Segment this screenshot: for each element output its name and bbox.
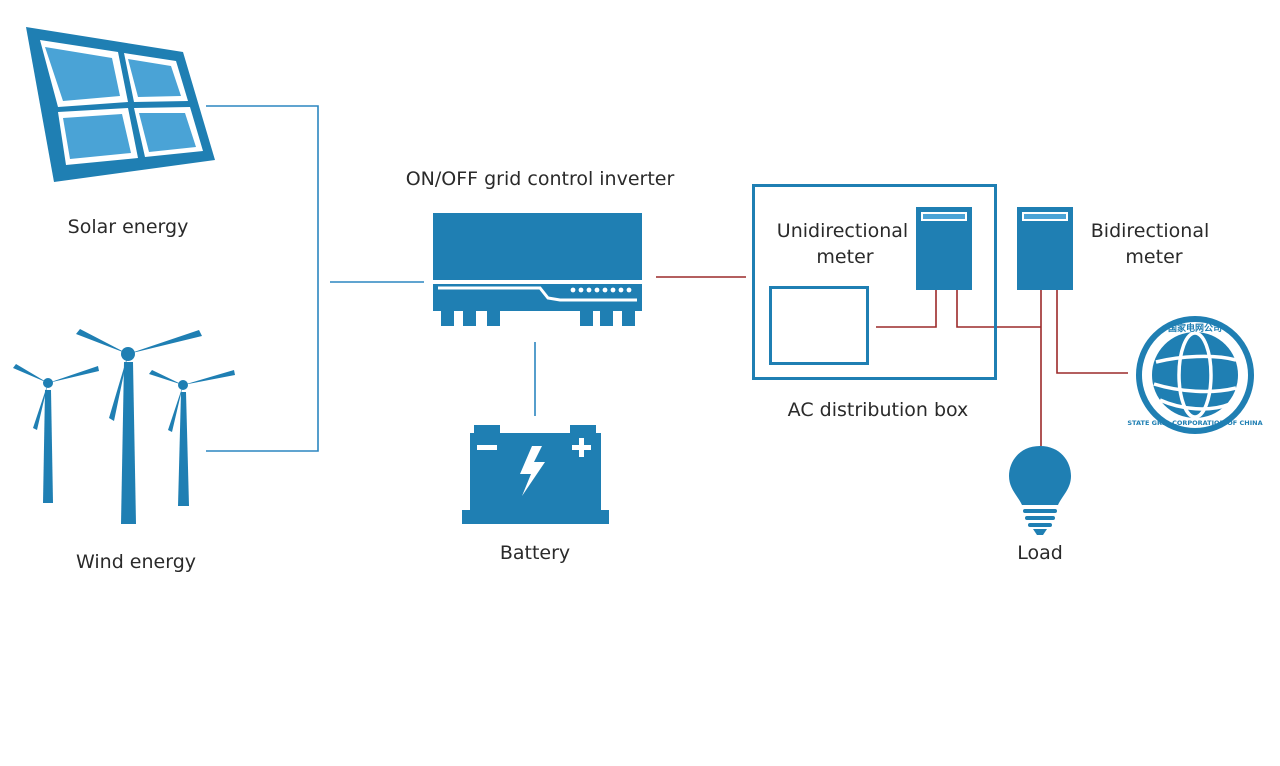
light-bulb-icon xyxy=(1009,446,1071,535)
panel-to-uni-meter-wire xyxy=(876,290,937,328)
load-label: Load xyxy=(1017,542,1063,564)
unidirectional-meter-label-line1: Unidirectional xyxy=(776,220,909,242)
state-grid-logo: 国家电网公司 STATE GRID CORPORATION OF CHINA xyxy=(1127,316,1263,434)
solar-panel-icon xyxy=(26,27,215,182)
battery-label: Battery xyxy=(499,542,571,564)
meter-icon xyxy=(916,207,972,290)
wind-turbine-icon xyxy=(13,329,235,524)
ac-wires xyxy=(656,276,1128,446)
bidirectional-meter-label-line1: Bidirectional xyxy=(1090,220,1210,242)
wind-wire xyxy=(206,282,319,452)
solar-energy-label: Solar energy xyxy=(67,216,189,238)
bi-meter-to-grid-wire xyxy=(1056,290,1128,374)
inverter-icon xyxy=(433,213,642,326)
dc-wires xyxy=(206,105,536,452)
inverter-indicator-lights xyxy=(570,287,632,293)
battery-icon xyxy=(462,425,609,524)
uni-meter-out-wire xyxy=(956,290,1041,328)
unidirectional-meter-label-line2: meter xyxy=(816,246,874,268)
solar-wire xyxy=(206,105,319,282)
meter-icon xyxy=(1017,207,1073,290)
logo-ring-text-top: 国家电网公司 xyxy=(1168,322,1222,334)
inverter-label: ON/OFF grid control inverter xyxy=(405,168,675,190)
logo-ring-text-bottom: STATE GRID CORPORATION OF CHINA xyxy=(1127,419,1262,427)
wind-energy-label: Wind energy xyxy=(76,551,196,573)
bidirectional-meter-label-line2: meter xyxy=(1125,246,1183,268)
ac-distribution-box xyxy=(752,184,997,380)
ac-distribution-box-label: AC distribution box xyxy=(787,399,969,421)
inverter-terminals xyxy=(441,311,635,326)
